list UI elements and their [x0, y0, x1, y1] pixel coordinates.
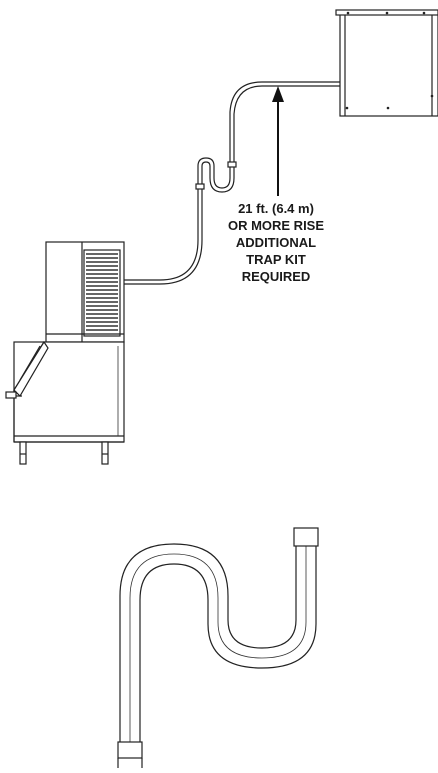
rise-arrow [272, 86, 284, 196]
callout-line-1: 21 ft. (6.4 m) [238, 201, 314, 216]
callout-line-4: TRAP KIT [246, 252, 306, 267]
callout-line-5: REQUIRED [241, 269, 311, 284]
remote-condenser [335, 9, 438, 117]
ice-machine-head [45, 241, 125, 343]
callout-line-3: ADDITIONAL [235, 235, 317, 250]
rise-callout: 21 ft. (6.4 m) OR MORE RISE ADDITIONAL T… [218, 200, 334, 285]
ice-storage-bin [5, 340, 125, 465]
callout-line-2: OR MORE RISE [227, 218, 325, 233]
trap-kit [117, 527, 319, 768]
line-set [122, 81, 340, 285]
